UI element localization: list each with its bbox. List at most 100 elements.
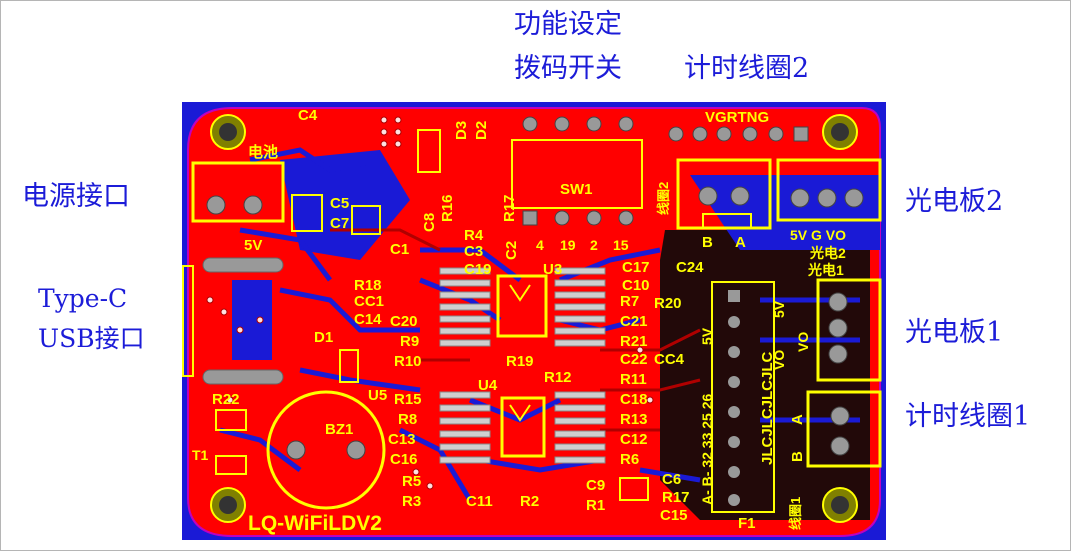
des-c6: C6 bbox=[662, 471, 681, 488]
label-power-port: 电源接口 bbox=[22, 181, 130, 212]
des-r6: R6 bbox=[620, 451, 639, 468]
photo2-silk: 光电2 bbox=[809, 245, 846, 261]
photo-board-1-connector bbox=[816, 278, 882, 382]
des-r4: R4 bbox=[464, 227, 484, 244]
des-c16: C16 bbox=[390, 451, 418, 468]
sw-pin-15: 15 bbox=[613, 237, 629, 253]
des-c18: C18 bbox=[620, 391, 648, 408]
sw-pin-2: 2 bbox=[590, 237, 598, 253]
des-r17: R17 bbox=[662, 489, 690, 506]
des-c9: C9 bbox=[586, 477, 605, 494]
des-c4: C4 bbox=[298, 107, 318, 124]
des-cc1: CC1 bbox=[354, 293, 384, 310]
des-c17: C17 bbox=[622, 259, 650, 276]
buzzer-label: BZ1 bbox=[325, 421, 353, 438]
des-r21: R21 bbox=[620, 333, 648, 350]
top-traces bbox=[330, 228, 701, 432]
center-5v: 5V bbox=[699, 327, 715, 345]
des-c21: C21 bbox=[620, 313, 648, 330]
coil1-b: B bbox=[789, 451, 806, 462]
des-u4: U4 bbox=[478, 377, 498, 394]
sw-pin-19: 19 bbox=[560, 237, 576, 253]
photo-board-2-connector bbox=[776, 158, 882, 222]
vias bbox=[206, 116, 654, 490]
des-c12: C12 bbox=[620, 431, 648, 448]
des-r1: R1 bbox=[586, 497, 605, 514]
des-d1: D1 bbox=[314, 329, 333, 346]
des-c22: C22 bbox=[620, 351, 648, 368]
des-r5: R5 bbox=[402, 473, 421, 490]
mounting-holes bbox=[210, 114, 858, 523]
coil1-a: A bbox=[789, 414, 806, 425]
des-r19: R19 bbox=[506, 353, 534, 370]
coil1-silk: 线圈1 bbox=[788, 497, 803, 530]
des-c11: C11 bbox=[466, 493, 493, 510]
photo2-pins: 5V G VO bbox=[790, 227, 846, 243]
label-usb-port: USB接口 bbox=[38, 324, 145, 353]
des-u3: U3 bbox=[543, 261, 562, 278]
des-c24: C24 bbox=[676, 259, 704, 276]
bottom-pour-left bbox=[280, 150, 410, 260]
des-d3: D3 bbox=[453, 121, 470, 140]
right-vo: VO bbox=[771, 350, 787, 370]
designators: C4 C5 C7 C8 R16 R17 C1 R4 C3 C2 C19 U3 D… bbox=[212, 107, 756, 532]
label-timing-coil-2: 计时线圈2 bbox=[684, 53, 810, 84]
des-r11: R11 bbox=[620, 371, 647, 388]
coil2-a: A bbox=[735, 234, 746, 251]
label-photo-board-2: 光电板2 bbox=[905, 186, 1004, 217]
buzzer-bz1 bbox=[266, 390, 386, 510]
coil1-connector bbox=[806, 390, 882, 468]
component-outlines bbox=[215, 129, 649, 501]
des-c14: C14 bbox=[354, 311, 382, 328]
pin-number-label: A- B- 32 33 25 26 bbox=[699, 394, 715, 505]
des-c10: C10 bbox=[622, 277, 650, 294]
des-c19: C19 bbox=[464, 261, 492, 278]
des-r13: R13 bbox=[620, 411, 648, 428]
sw-pin-4: 4 bbox=[536, 237, 544, 253]
ic-pin-rows bbox=[439, 267, 606, 464]
ic-u3 bbox=[496, 274, 548, 338]
battery-label: 电池 bbox=[248, 143, 278, 161]
sw1-label: SW1 bbox=[560, 181, 593, 198]
jlc-label: JLCJLCJLCJLC bbox=[759, 351, 776, 465]
right-5v: 5V bbox=[771, 300, 787, 318]
label-dip-switch: 拨码开关 bbox=[514, 53, 622, 84]
des-r9: R9 bbox=[400, 333, 419, 350]
des-d2: D2 bbox=[473, 121, 490, 140]
coil2-silk: 线圈2 bbox=[656, 182, 671, 215]
ic-u4 bbox=[500, 396, 546, 458]
label-timing-coil-1: 计时线圈1 bbox=[905, 401, 1031, 432]
des-r17-top: R17 bbox=[501, 194, 518, 222]
coil2-connector bbox=[676, 158, 772, 230]
des-r15: R15 bbox=[394, 391, 422, 408]
des-c1: C1 bbox=[390, 241, 409, 258]
des-r7: R7 bbox=[620, 293, 639, 310]
des-c20: C20 bbox=[390, 313, 418, 330]
des-c13: C13 bbox=[388, 431, 416, 448]
board-name: LQ-WiFiLDV2 bbox=[248, 512, 382, 535]
des-r18: R18 bbox=[354, 277, 382, 294]
photo1-vo: VO bbox=[795, 332, 811, 352]
des-r22: R22 bbox=[212, 391, 240, 408]
center-pin-header bbox=[711, 281, 775, 513]
vgrtng-label: VGRTNG bbox=[705, 109, 769, 126]
des-c3: C3 bbox=[464, 243, 483, 260]
label-photo-board-1: 光电板1 bbox=[905, 317, 1004, 348]
dip-switch-sw1 bbox=[511, 116, 643, 226]
label-func-setting: 功能设定 bbox=[514, 9, 622, 40]
des-r12: R12 bbox=[544, 369, 572, 386]
des-c5: C5 bbox=[330, 195, 349, 212]
coil2-b: B bbox=[702, 234, 713, 251]
battery-connector bbox=[191, 161, 285, 223]
des-r16: R16 bbox=[439, 194, 456, 222]
des-c2: C2 bbox=[503, 241, 520, 260]
photo1-silk: 光电1 bbox=[807, 262, 844, 278]
des-f1: F1 bbox=[738, 515, 756, 532]
label-typec: Type-C bbox=[38, 284, 128, 313]
des-r8: R8 bbox=[398, 411, 417, 428]
t1-label: T1 bbox=[192, 447, 209, 463]
des-r3: R3 bbox=[402, 493, 421, 510]
des-c7: C7 bbox=[330, 215, 349, 232]
des-r20: R20 bbox=[654, 295, 682, 312]
des-cc4: CC4 bbox=[654, 351, 685, 368]
